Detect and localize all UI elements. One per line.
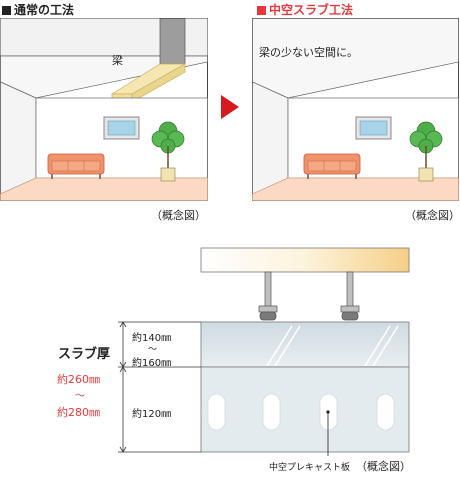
- window: [103, 116, 140, 140]
- sofa: [47, 153, 105, 179]
- ceiling-hanger: [258, 271, 360, 321]
- hollow-caption: （概念図）: [405, 209, 460, 222]
- bottom-thickness: 約120㎜: [132, 409, 172, 420]
- top-range-to: 約160㎜: [132, 358, 172, 369]
- sofa: [303, 153, 361, 179]
- slab-range-to: 約280㎜: [57, 406, 100, 419]
- hollow-title-text: 中空スラブ工法: [269, 3, 354, 17]
- conventional-caption: （概念図）: [151, 209, 206, 222]
- slab-top-layer: [200, 321, 410, 368]
- hollow-title: 中空スラブ工法: [257, 1, 353, 18]
- beam-label: 梁: [112, 54, 123, 67]
- section-caption: （概念図）: [356, 460, 411, 473]
- black-square-icon: [2, 6, 11, 15]
- top-range-sep: 〜: [148, 345, 158, 355]
- dimension-lines: [118, 321, 201, 453]
- slab-section-diagram: [118, 247, 410, 456]
- conventional-title: 通常の工法: [2, 1, 74, 18]
- conventional-title-text: 通常の工法: [14, 3, 75, 17]
- panel-label: 中空プレキャスト板: [269, 463, 351, 473]
- hollow-room-illustration: [252, 18, 459, 201]
- potted-plant: [409, 121, 443, 182]
- top-range-from: 約140㎜: [132, 333, 172, 344]
- slab-title: スラブ厚: [58, 347, 111, 362]
- potted-plant: [151, 121, 185, 182]
- arrow-right-icon: [221, 95, 239, 119]
- hollow-note: 梁の少ない空間に。: [259, 46, 358, 59]
- conventional-room-illustration: [0, 18, 208, 201]
- precast-panel: [200, 366, 410, 453]
- hollow-cores: [207, 393, 395, 431]
- red-square-icon: [257, 6, 266, 15]
- window: [355, 116, 392, 140]
- slab-range-sep: 〜: [75, 391, 85, 402]
- slab-range-from: 約260㎜: [57, 373, 100, 386]
- ceiling-board: [200, 247, 410, 273]
